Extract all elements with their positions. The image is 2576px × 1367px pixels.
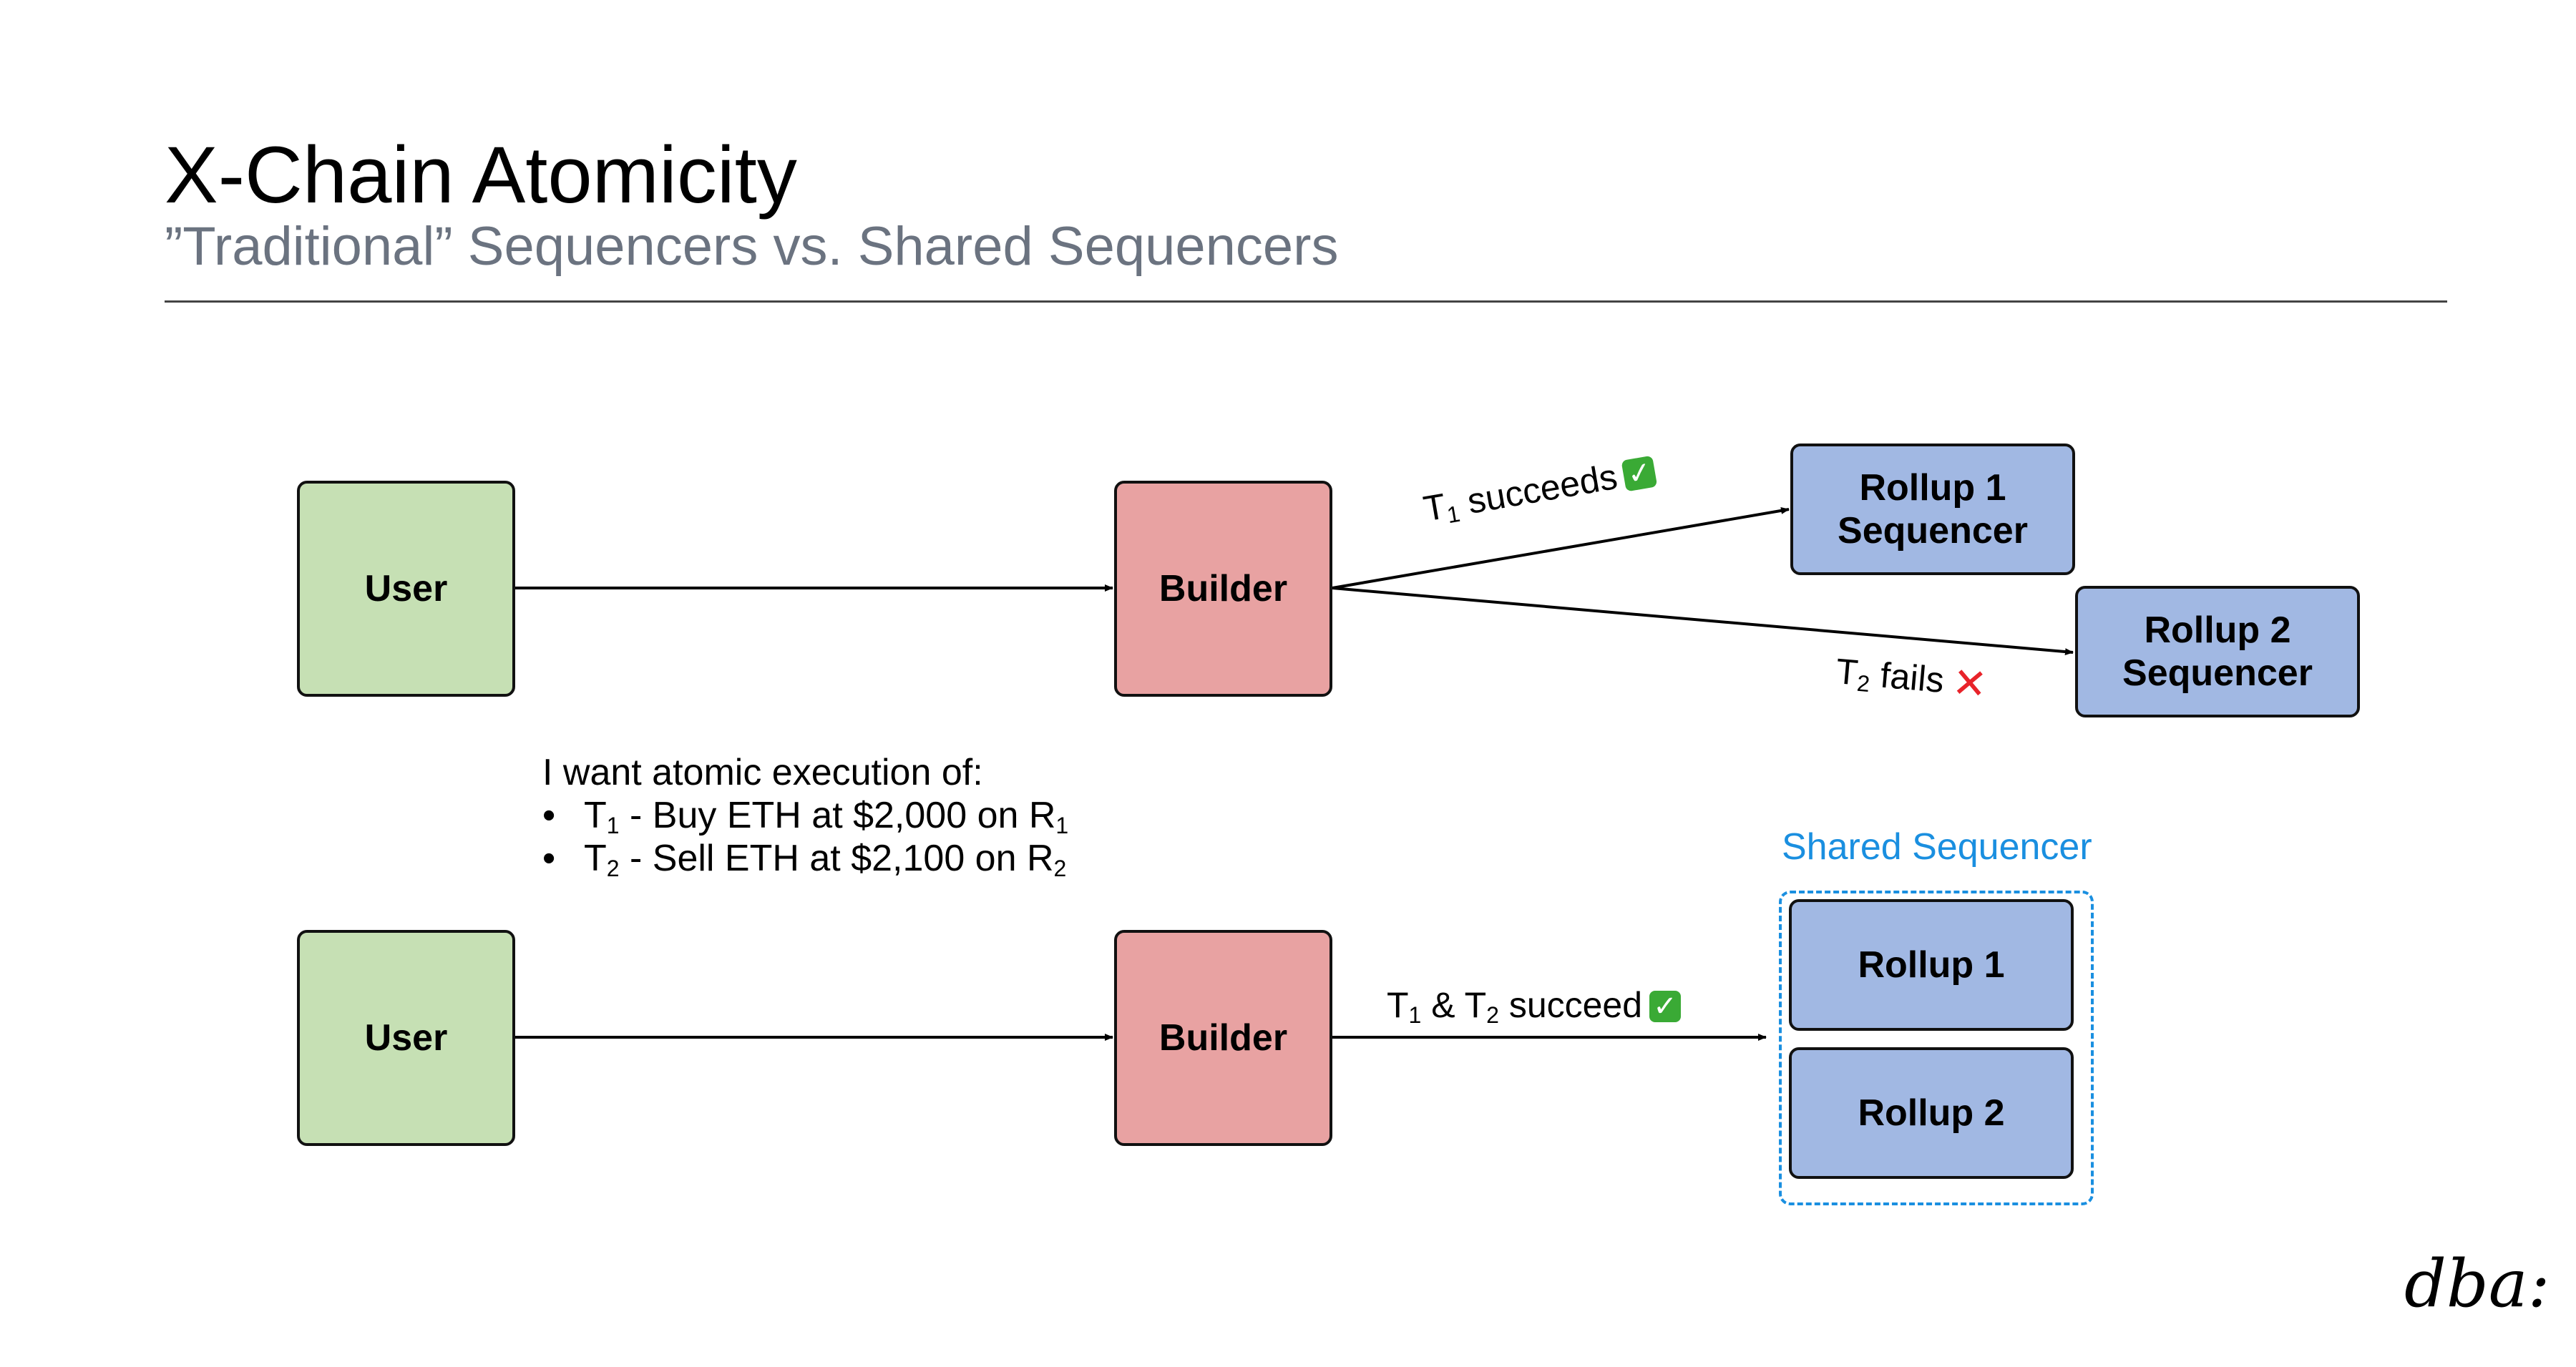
user-node-top: User (297, 481, 515, 697)
rollup1-node-shared: Rollup 1 (1789, 899, 2074, 1031)
check-mark-icon: ✓ (1621, 455, 1658, 492)
page-subtitle: ”Traditional” Sequencers vs. Shared Sequ… (165, 216, 1339, 277)
note-item: T2 - Sell ETH at $2,100 on R2 (542, 837, 1068, 880)
note-heading: I want atomic execution of: (542, 752, 983, 793)
arrow-top-builder-rollup2 (1332, 587, 2074, 656)
check-mark-icon: ✓ (1649, 991, 1682, 1022)
cross-mark-icon: ✕ (1950, 659, 1989, 709)
rollup2-sequencer-node: Rollup 2 Sequencer (2075, 586, 2360, 717)
rollup1-sequencer-label: Rollup 1 Sequencer (1838, 467, 2028, 552)
user-node-top-label: User (364, 568, 448, 609)
user-node-bottom-label: User (364, 1017, 448, 1059)
note-item: T1 - Buy ETH at $2,000 on R1 (542, 794, 1068, 837)
builder-node-bottom-label: Builder (1158, 1017, 1288, 1059)
page-title: X-Chain Atomicity (165, 130, 797, 220)
builder-node-top-label: Builder (1158, 568, 1288, 609)
builder-node-bottom: Builder (1114, 930, 1332, 1146)
rollup2-node-shared-label: Rollup 2 (1858, 1092, 2005, 1134)
rollup2-sequencer-label: Rollup 2 Sequencer (2122, 609, 2313, 694)
rollup1-node-shared-label: Rollup 1 (1858, 944, 2005, 986)
shared-sequencer-group (1779, 891, 2094, 1205)
title-divider (165, 300, 2447, 303)
atomic-execution-note: I want atomic execution of: T1 - Buy ETH… (542, 751, 1068, 880)
edge-label-t1-t2-succeed: T1 & T2 succeed✓ (1387, 984, 1682, 1027)
rollup2-node-shared: Rollup 2 (1789, 1047, 2074, 1179)
user-node-bottom: User (297, 930, 515, 1146)
shared-sequencer-label: Shared Sequencer (1782, 826, 2092, 868)
rollup1-sequencer-node: Rollup 1 Sequencer (1790, 444, 2075, 575)
builder-node-top: Builder (1114, 481, 1332, 697)
arrow-top-builder-rollup1 (1332, 506, 1790, 589)
dba-logo: dba: (2404, 1245, 2550, 1322)
